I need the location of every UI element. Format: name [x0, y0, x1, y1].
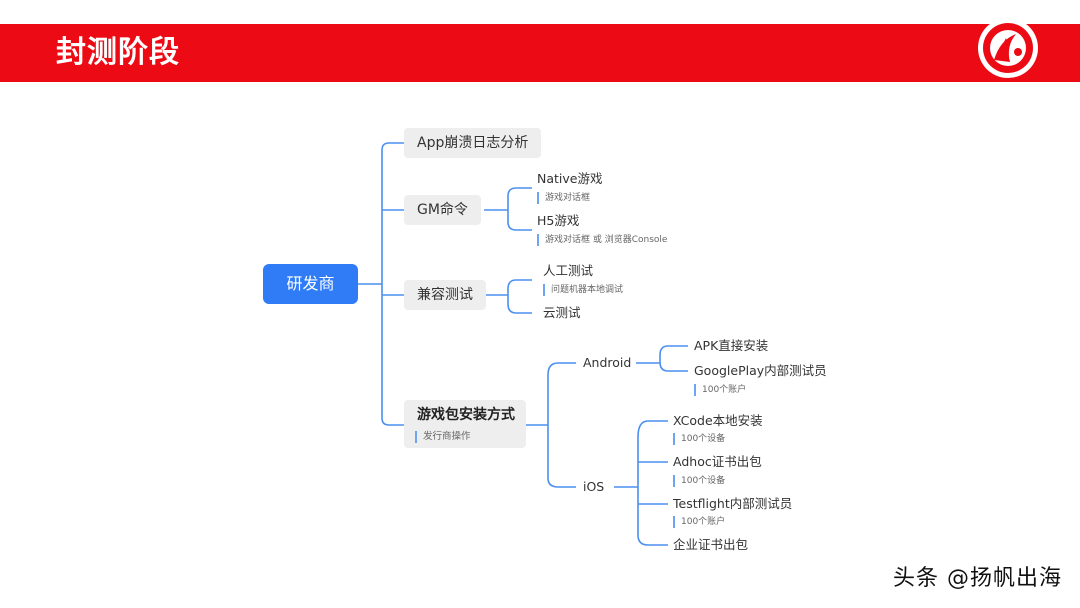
note-native-game: 游戏对话框: [537, 192, 590, 204]
brand-logo-icon: [978, 18, 1038, 78]
node-manual-test: 人工测试: [543, 263, 594, 278]
note-h5-game: 游戏对话框 或 浏览器Console: [537, 234, 667, 246]
node-apk-install: APK直接安装: [694, 338, 769, 353]
node-xcode-install: XCode本地安装: [673, 413, 763, 428]
node-testflight: Testflight内部测试员: [673, 496, 793, 511]
page-title: 封测阶段: [56, 35, 180, 70]
note-install-method: 发行商操作: [415, 431, 471, 443]
note-testflight: 100个账户: [673, 516, 725, 528]
node-native-game: Native游戏: [537, 171, 603, 186]
header-bar: 封测阶段: [0, 24, 1080, 82]
root-node: 研发商: [263, 264, 358, 304]
node-crash-log: App崩溃日志分析: [404, 128, 542, 158]
note-adhoc: 100个设备: [673, 475, 725, 487]
node-h5-game: H5游戏: [537, 213, 580, 228]
node-install-method: 游戏包安装方式: [404, 400, 526, 448]
note-xcode-install: 100个设备: [673, 433, 725, 445]
note-googleplay-testers: 100个账户: [694, 384, 746, 396]
node-android: Android: [583, 355, 632, 370]
watermark: 头条 @扬帆出海: [893, 566, 1062, 591]
node-ios: iOS: [583, 479, 605, 494]
node-gm-command: GM命令: [404, 195, 481, 225]
node-enterprise-cert: 企业证书出包: [673, 537, 749, 552]
note-manual-test: 问题机器本地调试: [543, 284, 623, 296]
node-compat-test: 兼容测试: [404, 280, 486, 310]
node-adhoc: Adhoc证书出包: [673, 454, 762, 469]
node-googleplay-testers: GooglePlay内部测试员: [694, 363, 827, 378]
node-install-method-label: 游戏包安装方式: [417, 407, 515, 423]
node-cloud-test: 云测试: [543, 305, 581, 320]
